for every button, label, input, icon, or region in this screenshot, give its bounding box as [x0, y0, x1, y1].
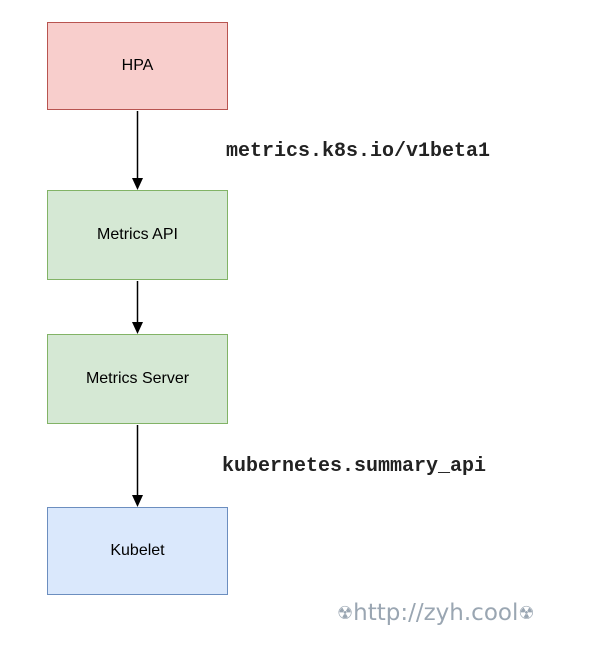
hpa-node-label: HPA: [121, 57, 154, 74]
edge-label-summary-api: kubernetes.summary_api: [222, 455, 487, 478]
metrics-server-node-label: Metrics Server: [85, 370, 190, 387]
arrowhead-metrics-server: [132, 322, 143, 334]
radiation-icon: ☢: [337, 602, 354, 624]
metrics-server-node: Metrics Server: [47, 334, 228, 424]
radiation-icon: ☢: [518, 602, 535, 624]
arrowhead-metrics-api: [132, 178, 143, 190]
metrics-api-node: Metrics API: [47, 190, 228, 280]
kubelet-node-label: Kubelet: [110, 542, 165, 559]
kubelet-node: Kubelet: [47, 507, 228, 595]
metrics-api-node-label: Metrics API: [97, 226, 178, 243]
watermark: ☢ http://zyh.cool ☢: [337, 600, 535, 626]
arrowhead-kubelet: [132, 495, 143, 507]
watermark-text: http://zyh.cool: [353, 600, 519, 626]
edge-label-metrics-api-group: metrics.k8s.io/v1beta1: [226, 140, 491, 163]
hpa-node: HPA: [47, 22, 228, 110]
